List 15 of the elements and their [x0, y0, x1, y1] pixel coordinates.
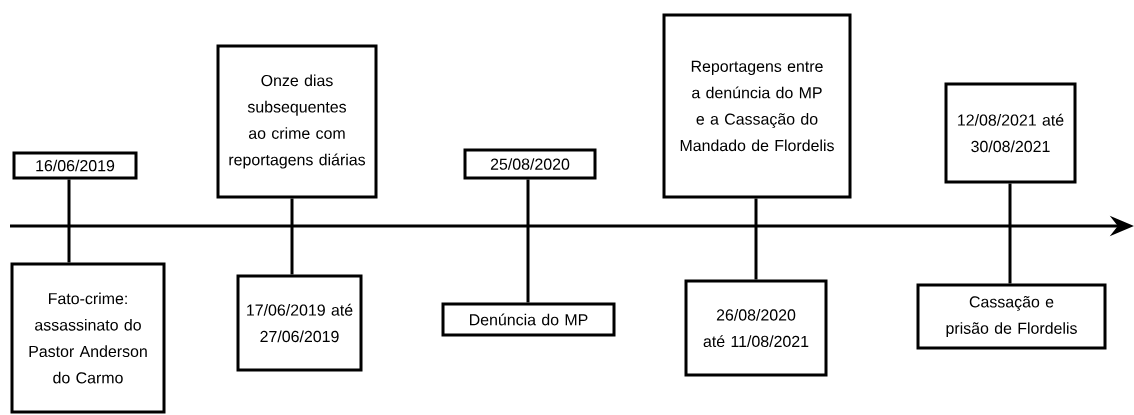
event-box: 12/08/2021 até 30/08/2021: [944, 82, 1077, 184]
event-box: Denúncia do MP: [441, 302, 616, 337]
connector-line: [67, 179, 71, 263]
event-box: Onze dias subsequentes ao crime com reportagens diárias: [216, 44, 378, 199]
event-box: Cassação e prisão de Flordelis: [916, 283, 1107, 350]
event-box: 25/08/2020: [463, 148, 597, 180]
event-box: Fato-crime: assassinato do Pastor Anderson do Carmo: [10, 262, 166, 414]
connector-line: [754, 198, 758, 280]
event-box: Reportagens entre a denúncia do MP e a Cassação do Mandado de Flordelis: [662, 13, 852, 199]
event-box: 26/08/2020 até 11/08/2021: [684, 279, 828, 377]
connector-line: [290, 198, 294, 275]
connector-line: [1008, 183, 1012, 284]
connector-line: [526, 179, 530, 303]
event-box: 17/06/2019 até 27/06/2019: [236, 274, 363, 372]
event-box: 16/06/2019: [12, 151, 138, 180]
